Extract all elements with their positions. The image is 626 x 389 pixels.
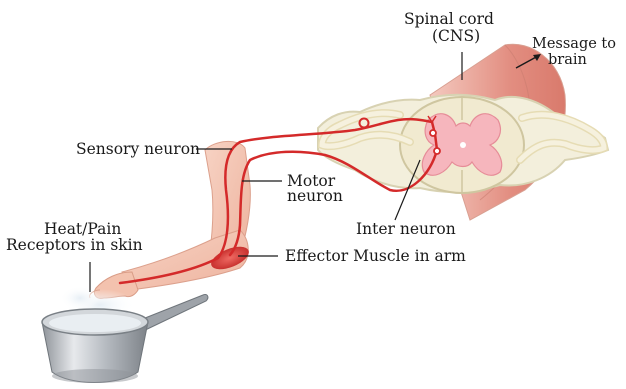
- label-brain: brain: [548, 52, 587, 68]
- label-receptors: Receptors in skin: [6, 236, 143, 254]
- label-spinal-cord: Spinal cord: [404, 10, 494, 28]
- label-effector: Effector Muscle in arm: [285, 247, 466, 265]
- label-message-to: Message to: [532, 36, 616, 52]
- saucepan: [42, 286, 208, 383]
- synapse-node-lower: [434, 148, 440, 154]
- ganglion-node: [360, 119, 369, 128]
- label-sensory-neuron: Sensory neuron: [76, 140, 200, 158]
- synapse-node-upper: [430, 130, 436, 136]
- label-inter-neuron: Inter neuron: [356, 220, 456, 238]
- label-cns: (CNS): [432, 27, 480, 45]
- label-neuron: neuron: [287, 187, 343, 205]
